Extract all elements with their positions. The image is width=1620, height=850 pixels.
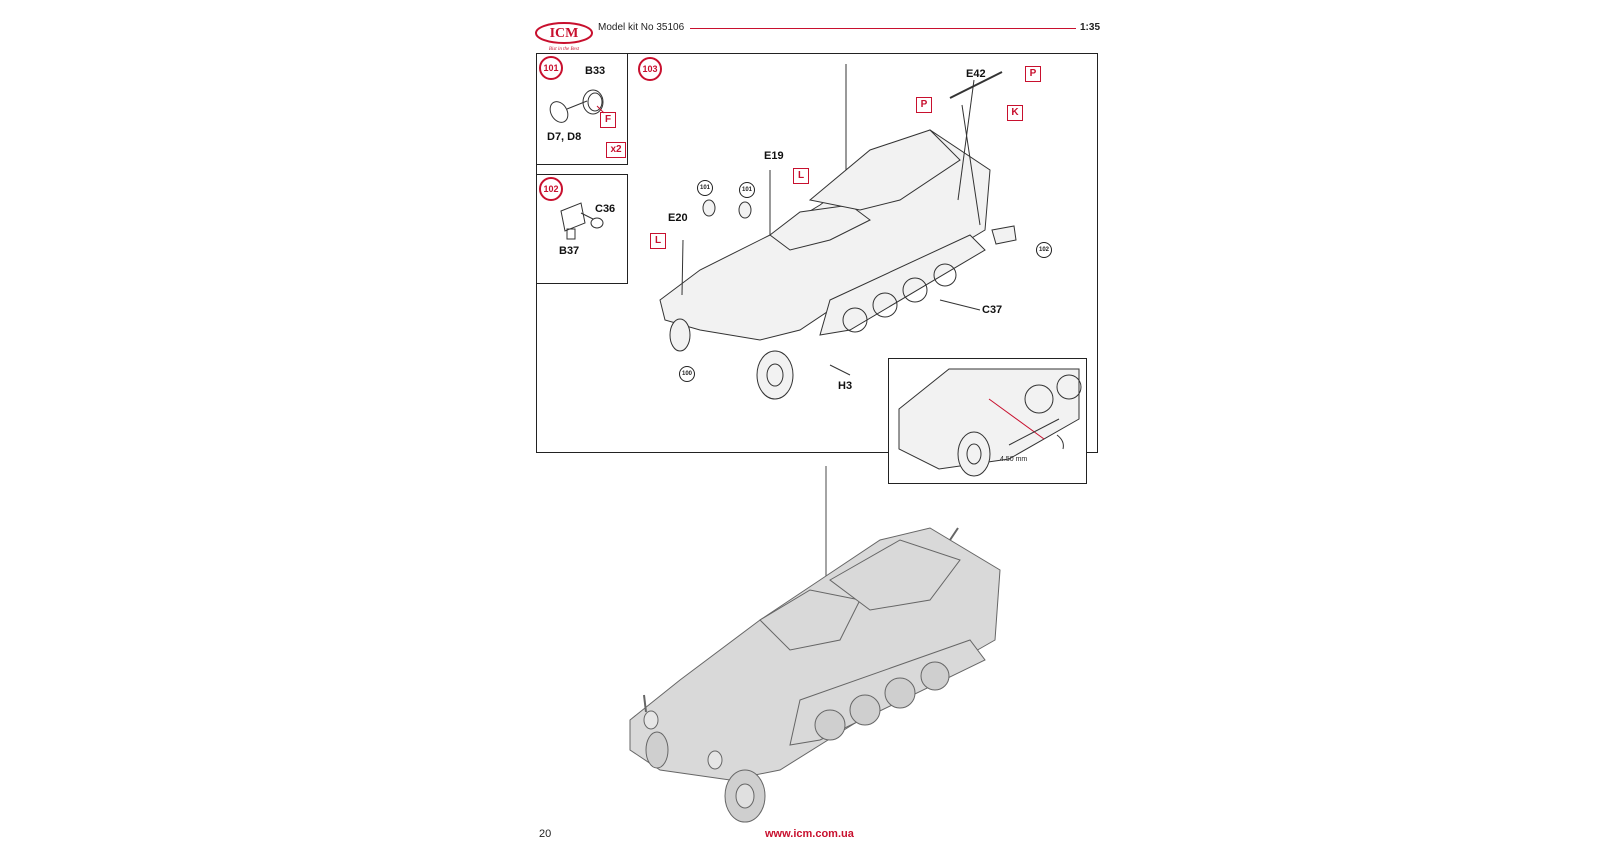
step-101-badge: 101	[539, 56, 563, 80]
tag-f: F	[600, 112, 616, 128]
quantity-tag: x2	[606, 142, 626, 158]
ref-step-100: 100	[679, 366, 695, 382]
step-102-badge: 102	[539, 177, 563, 201]
part-label-e20: E20	[668, 212, 688, 224]
scale-label: 1:35	[1080, 22, 1101, 33]
tag-l-left: L	[650, 233, 666, 249]
step-102-panel: 102 C36 B37	[536, 174, 628, 284]
ref-step-101-b: 101	[739, 182, 755, 198]
headlight-diagram	[549, 89, 605, 123]
header-rule	[690, 28, 1076, 29]
part-label-d7-d8: D7, D8	[547, 131, 582, 143]
tag-p-top: P	[1025, 66, 1041, 82]
tag-l-right: L	[793, 168, 809, 184]
dimension-label: 4.50 mm	[1000, 456, 1028, 463]
part-label-b37: B37	[559, 245, 580, 257]
ref-step-101-a: 101	[697, 180, 713, 196]
ref-step-102: 102	[1036, 242, 1052, 258]
step-101-panel: 101 B33 D7, D8 F x2	[536, 53, 628, 165]
part-label-e42: E42	[966, 68, 986, 80]
kit-title: Model kit No 35106	[598, 22, 685, 33]
icm-logo: ICM Bist in the Best	[534, 18, 594, 52]
tag-p-left: P	[916, 97, 932, 113]
part-label-e19: E19	[764, 150, 784, 162]
logo-tagline: Bist in the Best	[549, 47, 580, 52]
footer-url[interactable]: www.icm.com.ua	[765, 828, 854, 840]
bracket-diagram	[560, 202, 604, 240]
logo-text: ICM	[550, 26, 579, 41]
tag-k: K	[1007, 105, 1023, 121]
part-label-h3: H3	[838, 380, 853, 392]
part-label-c37: C37	[982, 304, 1003, 316]
step-103-badge: 103	[638, 57, 662, 81]
part-label-c36: C36	[595, 203, 616, 215]
detail-inset	[888, 358, 1087, 484]
part-label-b33: B33	[585, 65, 606, 77]
page-number: 20	[539, 828, 552, 840]
